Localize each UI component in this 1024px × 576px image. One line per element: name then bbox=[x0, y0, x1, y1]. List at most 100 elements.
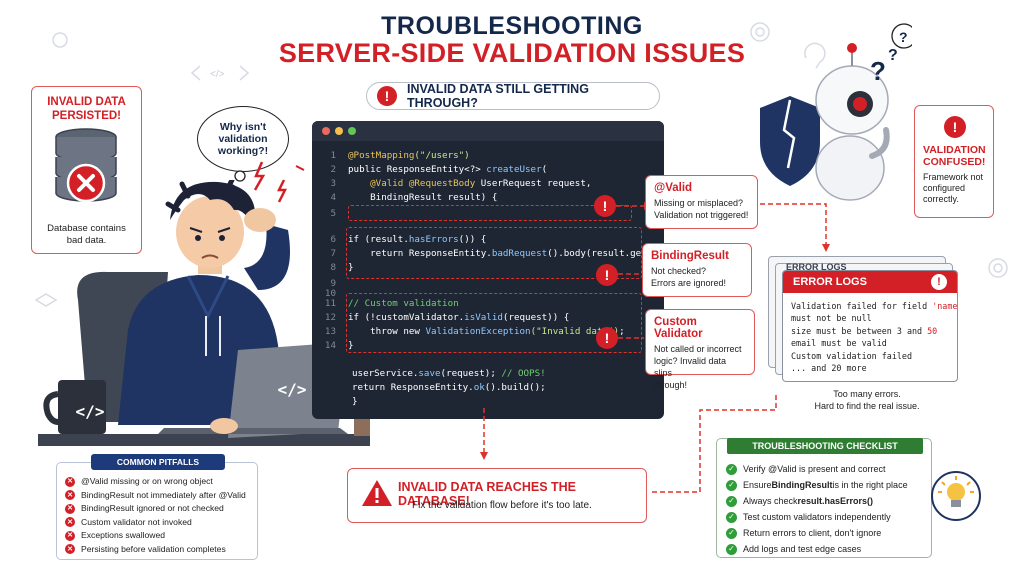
code-token: if (result. bbox=[348, 234, 409, 245]
code-line: 5 bbox=[312, 207, 664, 221]
page-title: TROUBLESHOOTING bbox=[381, 12, 643, 40]
log-line: Custom validation failed bbox=[791, 350, 913, 361]
code-token: // OOPS! bbox=[501, 368, 546, 379]
caption-line: Database contains bbox=[47, 223, 126, 234]
code-token: hasErrors bbox=[408, 234, 459, 245]
checklist-item: ✓Return errors to client, don't ignore bbox=[726, 527, 881, 539]
x-icon: ✕ bbox=[65, 503, 75, 514]
code-token: public ResponseEntity<?> bbox=[348, 164, 487, 175]
code-token: ok bbox=[473, 382, 485, 393]
heading-line: PERSISTED! bbox=[51, 110, 121, 122]
checklist-text: Ensure bbox=[743, 480, 772, 490]
line-number: 7 bbox=[330, 248, 336, 259]
callout-title: BindingResult bbox=[651, 250, 729, 262]
checklist-text: Always check bbox=[743, 496, 798, 506]
checklist-text: Test custom validators independently bbox=[743, 512, 891, 522]
invalid-data-caption: Database contains bad data. bbox=[32, 223, 141, 247]
code-line: 7 return ResponseEntity.badRequest().bod… bbox=[312, 247, 664, 261]
pitfall-item: ✕ Custom validator not invoked bbox=[65, 517, 192, 528]
callout-text: Validation not triggered! bbox=[654, 210, 749, 220]
callout-text: through! bbox=[654, 380, 688, 390]
valid-alert-icon: ! bbox=[594, 195, 616, 217]
callout-text: Not called or incorrect bbox=[654, 344, 742, 354]
checklist-text: Add logs and test edge cases bbox=[743, 544, 862, 554]
x-icon: ✕ bbox=[65, 476, 75, 487]
pitfall-text: Persisting before validation completes bbox=[81, 543, 226, 554]
code-token: isValid bbox=[464, 312, 503, 323]
code-token: ("/users") bbox=[414, 150, 470, 161]
code-token: throw new bbox=[348, 326, 426, 337]
callout-valid: @Valid Missing or misplaced? Validation … bbox=[645, 175, 758, 229]
line-number: 5 bbox=[330, 208, 336, 219]
pitfall-item: ✕ Persisting before validation completes bbox=[65, 544, 226, 555]
pitfall-text: Custom validator not invoked bbox=[81, 516, 192, 527]
checklist-text: is in the right place bbox=[832, 480, 908, 490]
database-error-icon bbox=[55, 128, 117, 203]
checklist-title: TROUBLESHOOTING CHECKLIST bbox=[727, 438, 923, 454]
pitfall-item: ✕BindingResult ignored or not checked bbox=[65, 503, 224, 514]
code-line: userService.save(request); // OOPS! bbox=[312, 367, 664, 381]
confused-robot-illustration: ? ? ? bbox=[760, 23, 912, 201]
log-line: must not be null bbox=[791, 313, 872, 324]
warning-text: Fix the validation flow before it's too … bbox=[412, 500, 592, 511]
pitfalls-title: COMMON PITFALLS bbox=[91, 454, 225, 470]
card-text: configured bbox=[923, 183, 966, 193]
line-number: 8 bbox=[330, 262, 336, 273]
svg-text:?: ? bbox=[870, 56, 886, 86]
code-token: createUser bbox=[486, 164, 542, 175]
code-token: @PostMapping bbox=[348, 150, 415, 161]
callout-text: Not checked? bbox=[651, 266, 707, 276]
code-token: BindingResult result) { bbox=[348, 192, 498, 203]
x-icon: ✕ bbox=[65, 490, 75, 500]
troubleshooting-checklist: TROUBLESHOOTING CHECKLIST ✓Verify @Valid… bbox=[716, 438, 932, 558]
code-token: ().body(result.getAllErrors()); bbox=[547, 248, 664, 259]
window-maximize-dot bbox=[348, 127, 356, 135]
code-line: 14} bbox=[312, 339, 664, 353]
callout-binding-result: BindingResult Not checked? Errors are ig… bbox=[642, 243, 752, 297]
check-icon: ✓ bbox=[726, 479, 737, 491]
heading-line: INVALID DATA bbox=[47, 96, 126, 108]
checklist-item: ✓Test custom validators independently bbox=[726, 511, 891, 523]
code-token: ; bbox=[619, 326, 625, 337]
subtitle-banner: ! INVALID DATA STILL GETTING THROUGH? bbox=[366, 82, 660, 110]
line-number: 1 bbox=[330, 150, 336, 161]
editor-title-bar bbox=[312, 121, 664, 141]
log-value: 50 bbox=[927, 325, 938, 336]
window-minimize-dot bbox=[335, 127, 343, 135]
code-line: 1 @PostMapping("/users") bbox=[312, 149, 664, 163]
code-token: UserRequest request, bbox=[480, 178, 592, 189]
check-icon: ✓ bbox=[726, 527, 737, 539]
code-token: userService. bbox=[352, 368, 419, 379]
mug-code-icon: </> bbox=[75, 402, 105, 421]
x-icon: ✕ bbox=[65, 517, 75, 527]
code-token: ()) { bbox=[458, 234, 487, 245]
checklist-item: ✓Always check result.hasErrors() bbox=[726, 495, 873, 507]
error-log-window: ERROR LOGS ! Validation failed for field… bbox=[782, 270, 958, 382]
pitfall-text: BindingResult not immediately after @Val… bbox=[81, 489, 246, 500]
warning-title: INVALID DATA REACHES THE DATABASE! bbox=[398, 480, 577, 508]
page-title-accent: SERVER-SIDE VALIDATION ISSUES bbox=[278, 38, 746, 68]
x-icon: ✕ bbox=[65, 544, 75, 554]
line-number: 13 bbox=[324, 326, 336, 337]
log-line: size must be between 3 and bbox=[791, 325, 928, 336]
code-token: return ResponseEntity. bbox=[348, 248, 492, 259]
stress-lightning-icon bbox=[253, 161, 305, 203]
code-line: 8} bbox=[312, 261, 664, 275]
code-token: ().build(); bbox=[484, 382, 546, 393]
callout-title: @Valid bbox=[654, 182, 693, 194]
error-log-body: Validation failed for field 'name' must … bbox=[783, 293, 957, 381]
error-log-note: Too many errors. Hard to find the real i… bbox=[770, 388, 964, 412]
svg-text:?: ? bbox=[899, 29, 908, 45]
pitfall-item: ✕ BindingResult not immediately after @Va… bbox=[65, 490, 246, 501]
checklist-text: result.hasErrors() bbox=[797, 496, 874, 506]
checklist-text: BindingResult bbox=[771, 480, 833, 490]
callout-text: Missing or misplaced? bbox=[654, 198, 744, 208]
log-line: Validation failed for field bbox=[791, 301, 933, 311]
frustrated-developer-illustration bbox=[38, 180, 370, 446]
code-token: if (!customValidator. bbox=[348, 312, 465, 323]
line-number: 3 bbox=[330, 178, 336, 189]
invalid-data-warning: INVALID DATA REACHES THE DATABASE! Fix t… bbox=[347, 468, 647, 523]
line-number: 4 bbox=[330, 192, 336, 203]
